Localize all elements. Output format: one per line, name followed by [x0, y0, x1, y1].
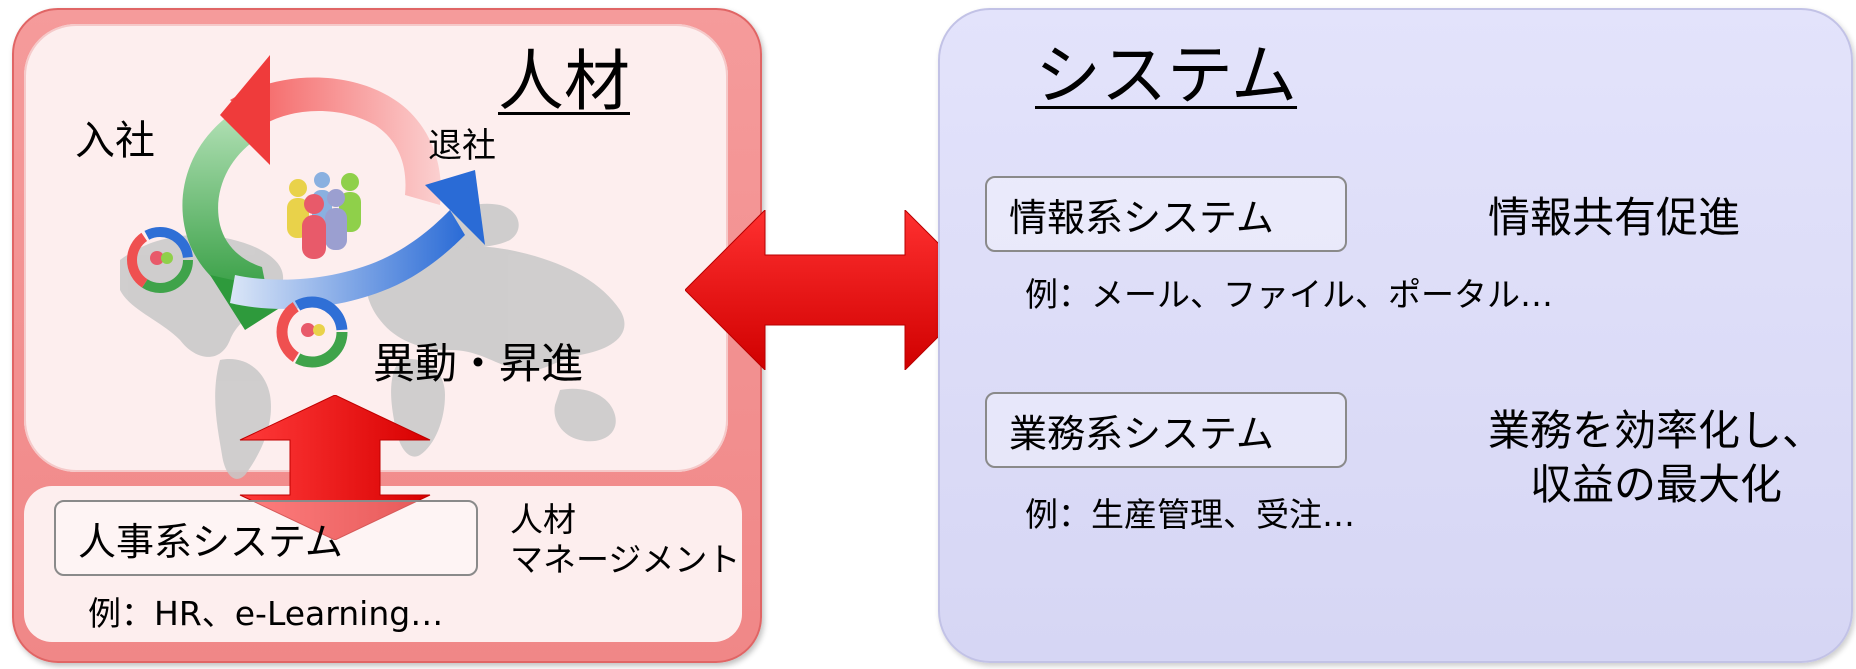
hr-system-box: 人事系システム: [54, 500, 478, 576]
info-system-box: 情報系システム: [985, 176, 1347, 252]
join-label: 入社: [75, 118, 155, 164]
business-system-label: 業務系システム: [1009, 411, 1274, 456]
system-title: システム: [1035, 37, 1298, 114]
business-system-example: 例：生産管理、受注…: [1025, 495, 1355, 534]
hr-system-label: 人事系システム: [78, 519, 343, 564]
business-purpose: 業務を効率化し、 収益の最大化: [1488, 406, 1825, 509]
talent-management-label: 人材 マネージメント: [510, 500, 741, 579]
business-system-box: 業務系システム: [985, 392, 1347, 468]
double-arrow-icon: [239, 395, 431, 540]
lifecycle-arrows-icon: [182, 55, 485, 330]
small-cycle-icon: [127, 227, 193, 293]
people-group-icon: [287, 172, 361, 259]
transfer-label: 異動・昇進: [373, 339, 584, 388]
info-system-label: 情報系システム: [1009, 195, 1274, 240]
small-cycle-icon: [276, 296, 348, 368]
double-arrow-icon: [685, 210, 985, 370]
system-panel: [938, 8, 1853, 663]
leave-label: 退社: [428, 126, 496, 166]
info-purpose: 情報共有促進: [1488, 193, 1741, 242]
info-system-example: 例：メール、ファイル、ポータル…: [1025, 275, 1553, 314]
hr-system-example: 例：HR、e-Learning…: [88, 594, 444, 633]
talent-title: 人材: [498, 43, 630, 120]
